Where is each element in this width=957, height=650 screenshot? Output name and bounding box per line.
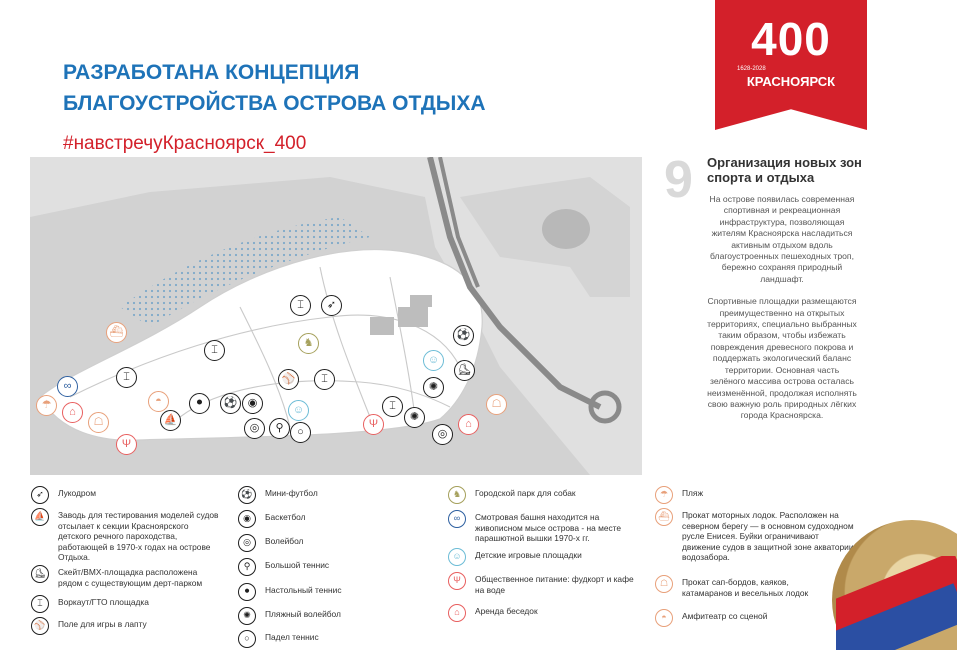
- minifootball-icon: ⚽: [238, 486, 256, 504]
- bridge-ramp: [438, 157, 480, 288]
- sup-icon: ☖: [655, 575, 673, 593]
- map-motorboat-icon[interactable]: ⛴: [106, 322, 127, 343]
- map-playground-icon[interactable]: ☺: [288, 400, 309, 421]
- badge-number: 400: [751, 13, 831, 65]
- badge-years: 1628-2028: [737, 66, 766, 72]
- legend-item-observation-tower: ∞Смотровая башня находится на живописном…: [448, 510, 638, 544]
- map-beach-volleyball-icon[interactable]: ✺: [404, 407, 425, 428]
- map-lapta-icon[interactable]: ⚾: [278, 369, 299, 390]
- gazebo-icon: ⌂: [448, 604, 466, 622]
- beach-icon: ☂: [655, 486, 673, 504]
- map-archery-icon[interactable]: ➶: [321, 295, 342, 316]
- water-intake-zone: [120, 217, 370, 327]
- motorboat-icon: ⛴: [655, 508, 673, 526]
- beach-volleyball-icon: ✺: [238, 607, 256, 625]
- section-number: 9: [664, 151, 693, 209]
- map-workout-icon[interactable]: ⌶: [382, 396, 403, 417]
- legend-item-amphitheater: ◓Амфитеатр со сценой: [655, 609, 815, 627]
- lapta-icon: ⚾: [31, 617, 49, 635]
- map-workout-icon[interactable]: ⌶: [204, 340, 225, 361]
- legend-item-tennis: ⚲Большой теннис: [238, 558, 418, 576]
- legend-item-table-tennis: ⚫Настольный теннис: [238, 583, 418, 601]
- map-table-tennis-icon[interactable]: ⚫: [189, 393, 210, 414]
- food-icon: Ψ: [448, 572, 466, 590]
- legend-item-sup: ☖Прокат сап-бордов, каяков, катамаранов …: [655, 575, 815, 598]
- map-playground-icon[interactable]: ☺: [423, 350, 444, 371]
- map-gazebo-icon[interactable]: ⌂: [62, 402, 83, 423]
- sailboat-icon: ⛵: [31, 508, 49, 526]
- hashtag[interactable]: #навстречуКрасноярск_400: [63, 133, 307, 154]
- amphitheater-icon: ◓: [655, 609, 673, 627]
- island-map: ⌶ ➶ ♞ ⌶ ⌶ ⚾ ⌶ ⚽ ☺ ⛸ ✺ ∞ ⛴ ☂ ⌂ ☖ ◓ ⛵ Ψ ⚫ …: [30, 157, 642, 475]
- legend-item-workout: ⌶Воркаут/ГТО площадка: [31, 595, 221, 613]
- section-paragraph-1: На острове появилась современная спортив…: [709, 194, 855, 284]
- section-body: На острове появилась современная спортив…: [707, 194, 857, 422]
- title-line-2: благоустройства острова отдыха: [63, 92, 486, 115]
- map-amphitheater-icon[interactable]: ◓: [148, 391, 169, 412]
- buildings: [370, 295, 432, 335]
- legend-item-archery: ➶Лукодром: [31, 486, 221, 504]
- legend-item-minifootball: ⚽Мини-футбол: [238, 486, 418, 504]
- dog-park-icon: ♞: [448, 486, 466, 504]
- title-line-1: Разработана концепция: [63, 61, 360, 84]
- legend-item-basketball: ◉Баскетбол: [238, 510, 418, 528]
- map-sup-icon[interactable]: ☖: [88, 412, 109, 433]
- legend-item-volleyball: ◎Волейбол: [238, 534, 418, 552]
- table-tennis-icon: ⚫: [238, 583, 256, 601]
- map-basketball-icon[interactable]: ◉: [242, 393, 263, 414]
- archery-icon: ➶: [31, 486, 49, 504]
- map-sup-icon[interactable]: ☖: [486, 394, 507, 415]
- legend-item-skate: ⛸Скейт/BMX-площадка расположена рядом с …: [31, 565, 221, 588]
- map-volleyball-icon[interactable]: ◎: [244, 418, 265, 439]
- page-title: Разработана концепция благоустройства ос…: [63, 57, 683, 119]
- playground-icon: ☺: [448, 548, 466, 566]
- legend-item-sailboat: ⛵Заводь для тестирования моделей судов о…: [31, 508, 221, 563]
- map-minifootball-icon[interactable]: ⚽: [220, 393, 241, 414]
- roundabout: [588, 390, 622, 424]
- map-workout-icon[interactable]: ⌶: [116, 367, 137, 388]
- section-paragraph-2: Спортивные площадки размещаются преимуще…: [707, 296, 857, 421]
- island-land: [39, 249, 483, 441]
- legend-item-beach: ☂Пляж: [655, 486, 855, 504]
- map-beach-volleyball-icon[interactable]: ✺: [423, 377, 444, 398]
- map-food-icon[interactable]: Ψ: [363, 414, 384, 435]
- stadium: [542, 209, 590, 249]
- map-beach-icon[interactable]: ☂: [36, 395, 57, 416]
- legend-item-padel: ○Падел теннис: [238, 630, 418, 648]
- workout-icon: ⌶: [31, 595, 49, 613]
- map-base: [30, 157, 642, 475]
- tennis-icon: ⚲: [238, 558, 256, 576]
- basketball-icon: ◉: [238, 510, 256, 528]
- legend-item-playground: ☺Детские игровые площадки: [448, 548, 638, 566]
- map-sailboat-icon[interactable]: ⛵: [160, 410, 181, 431]
- legend-item-gazebo: ⌂Аренда беседок: [448, 604, 638, 622]
- map-dog-park-icon[interactable]: ♞: [298, 333, 319, 354]
- map-tennis-icon[interactable]: ⚲: [269, 418, 290, 439]
- legend-item-beach-volleyball: ✺Пляжный волейбол: [238, 607, 418, 625]
- section-title: Организация новых зон спорта и отдыха: [707, 155, 862, 185]
- legend-item-motorboat: ⛴Прокат моторных лодок. Расположен на се…: [655, 508, 855, 563]
- map-food-icon[interactable]: Ψ: [116, 434, 137, 455]
- footpaths: [69, 266, 461, 428]
- legend-item-lapta: ⚾Поле для игры в лапту: [31, 617, 221, 635]
- observation-tower-icon: ∞: [448, 510, 466, 528]
- map-padel-icon[interactable]: ○: [290, 422, 311, 443]
- flag-ribbon: [836, 556, 957, 650]
- anniversary-badge: 400 1628-2028 КРАСНОЯРСК: [715, 0, 867, 130]
- badge-city: КРАСНОЯРСК: [746, 74, 836, 89]
- legend-item-dog-park: ♞Городской парк для собак: [448, 486, 638, 504]
- map-volleyball-icon[interactable]: ◎: [432, 424, 453, 445]
- volleyball-icon: ◎: [238, 534, 256, 552]
- map-minifootball-icon[interactable]: ⚽: [453, 325, 474, 346]
- bridge-road: [427, 157, 602, 410]
- map-skate-icon[interactable]: ⛸: [454, 360, 475, 381]
- map-workout-icon[interactable]: ⌶: [290, 295, 311, 316]
- map-observation-tower-icon[interactable]: ∞: [57, 376, 78, 397]
- map-workout-icon[interactable]: ⌶: [314, 369, 335, 390]
- skate-icon: ⛸: [31, 565, 49, 583]
- map-gazebo-icon[interactable]: ⌂: [458, 414, 479, 435]
- padel-icon: ○: [238, 630, 256, 648]
